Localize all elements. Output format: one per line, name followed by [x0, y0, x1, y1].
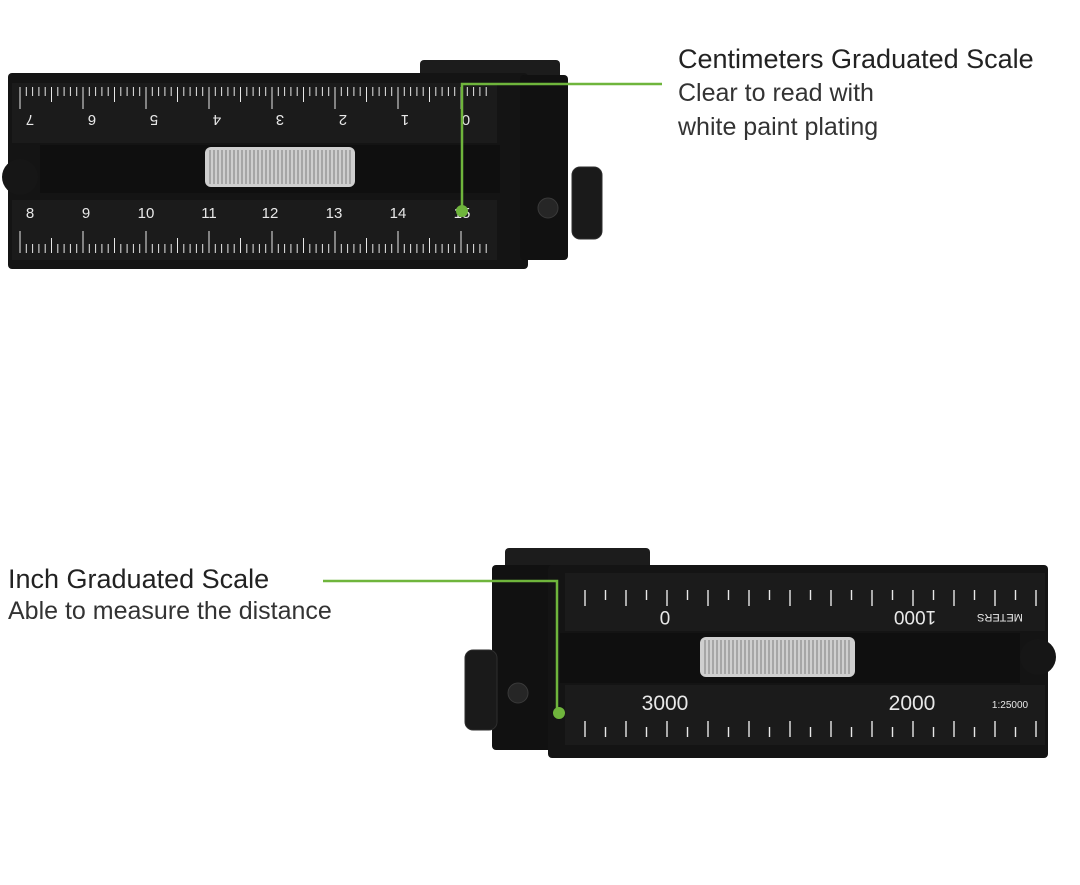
- bottom-upper-number-0: 0: [660, 606, 671, 627]
- top-lower-number: 8: [26, 205, 34, 222]
- top-right-knob[interactable]: [571, 166, 603, 240]
- top-left-hinge: [2, 159, 38, 195]
- inch-scale-title: Inch Graduated Scale: [8, 564, 270, 594]
- top-upper-number: 0: [462, 111, 470, 128]
- top-upper-number: 4: [213, 111, 221, 128]
- top-ruler-lower-face: [12, 200, 497, 260]
- top-arm-screw[interactable]: [537, 197, 559, 219]
- top-upper-number: 1: [401, 111, 409, 128]
- top-ruler-side-arm: [520, 75, 568, 260]
- bottom-upper-tick-marks: [584, 590, 1037, 606]
- top-lower-number: 11: [201, 205, 217, 222]
- bottom-ruler-upper-face: [565, 573, 1045, 631]
- bottom-ratio-label: 1:25000: [992, 700, 1029, 711]
- cm-scale-desc-line-1: Clear to read with: [678, 79, 874, 107]
- top-ruler-upper-face: [12, 83, 497, 143]
- bottom-lower-number-3000: 3000: [642, 692, 689, 715]
- top-lower-number: 14: [390, 205, 407, 222]
- top-lower-number: 15: [454, 205, 471, 222]
- top-lower-tick-marks: [19, 231, 487, 253]
- bottom-scale-ruler: 0 1000 METERS 3000 2000 1:25000: [464, 548, 1056, 758]
- bottom-ruler-side-arm: [492, 565, 554, 750]
- top-lower-number: 13: [326, 205, 343, 222]
- cm-scale-title: Centimeters Graduated Scale: [678, 44, 1034, 74]
- bottom-lower-tick-marks: [584, 721, 1037, 737]
- bottom-knurled-wheel[interactable]: [700, 637, 855, 677]
- top-upper-number: 3: [276, 111, 284, 128]
- top-lower-number: 12: [262, 205, 279, 222]
- top-lower-number: 9: [82, 205, 90, 222]
- top-upper-number: 5: [150, 111, 158, 128]
- top-upper-number: 2: [339, 111, 347, 128]
- bottom-meters-label: METERS: [977, 611, 1023, 623]
- top-upper-number: 6: [88, 111, 96, 128]
- bottom-upper-number-1000: 1000: [894, 606, 936, 627]
- top-lower-number: 10: [138, 205, 155, 222]
- top-scale-ruler: 7 6 5 4 3 2 1 0 8 9 10 11 12 13 14 15: [2, 60, 603, 269]
- top-upper-number: 7: [26, 111, 34, 128]
- top-knurled-wheel[interactable]: [205, 147, 355, 187]
- bottom-lower-number-2000: 2000: [889, 692, 936, 715]
- bottom-left-knob[interactable]: [464, 649, 498, 731]
- cm-scale-desc-line-2: white paint plating: [678, 113, 879, 141]
- bottom-arm-screw[interactable]: [507, 682, 529, 704]
- bottom-ruler-lower-face: [565, 685, 1045, 745]
- inch-scale-desc-line-1: Able to measure the distance: [8, 597, 332, 625]
- bottom-right-hinge: [1020, 639, 1056, 675]
